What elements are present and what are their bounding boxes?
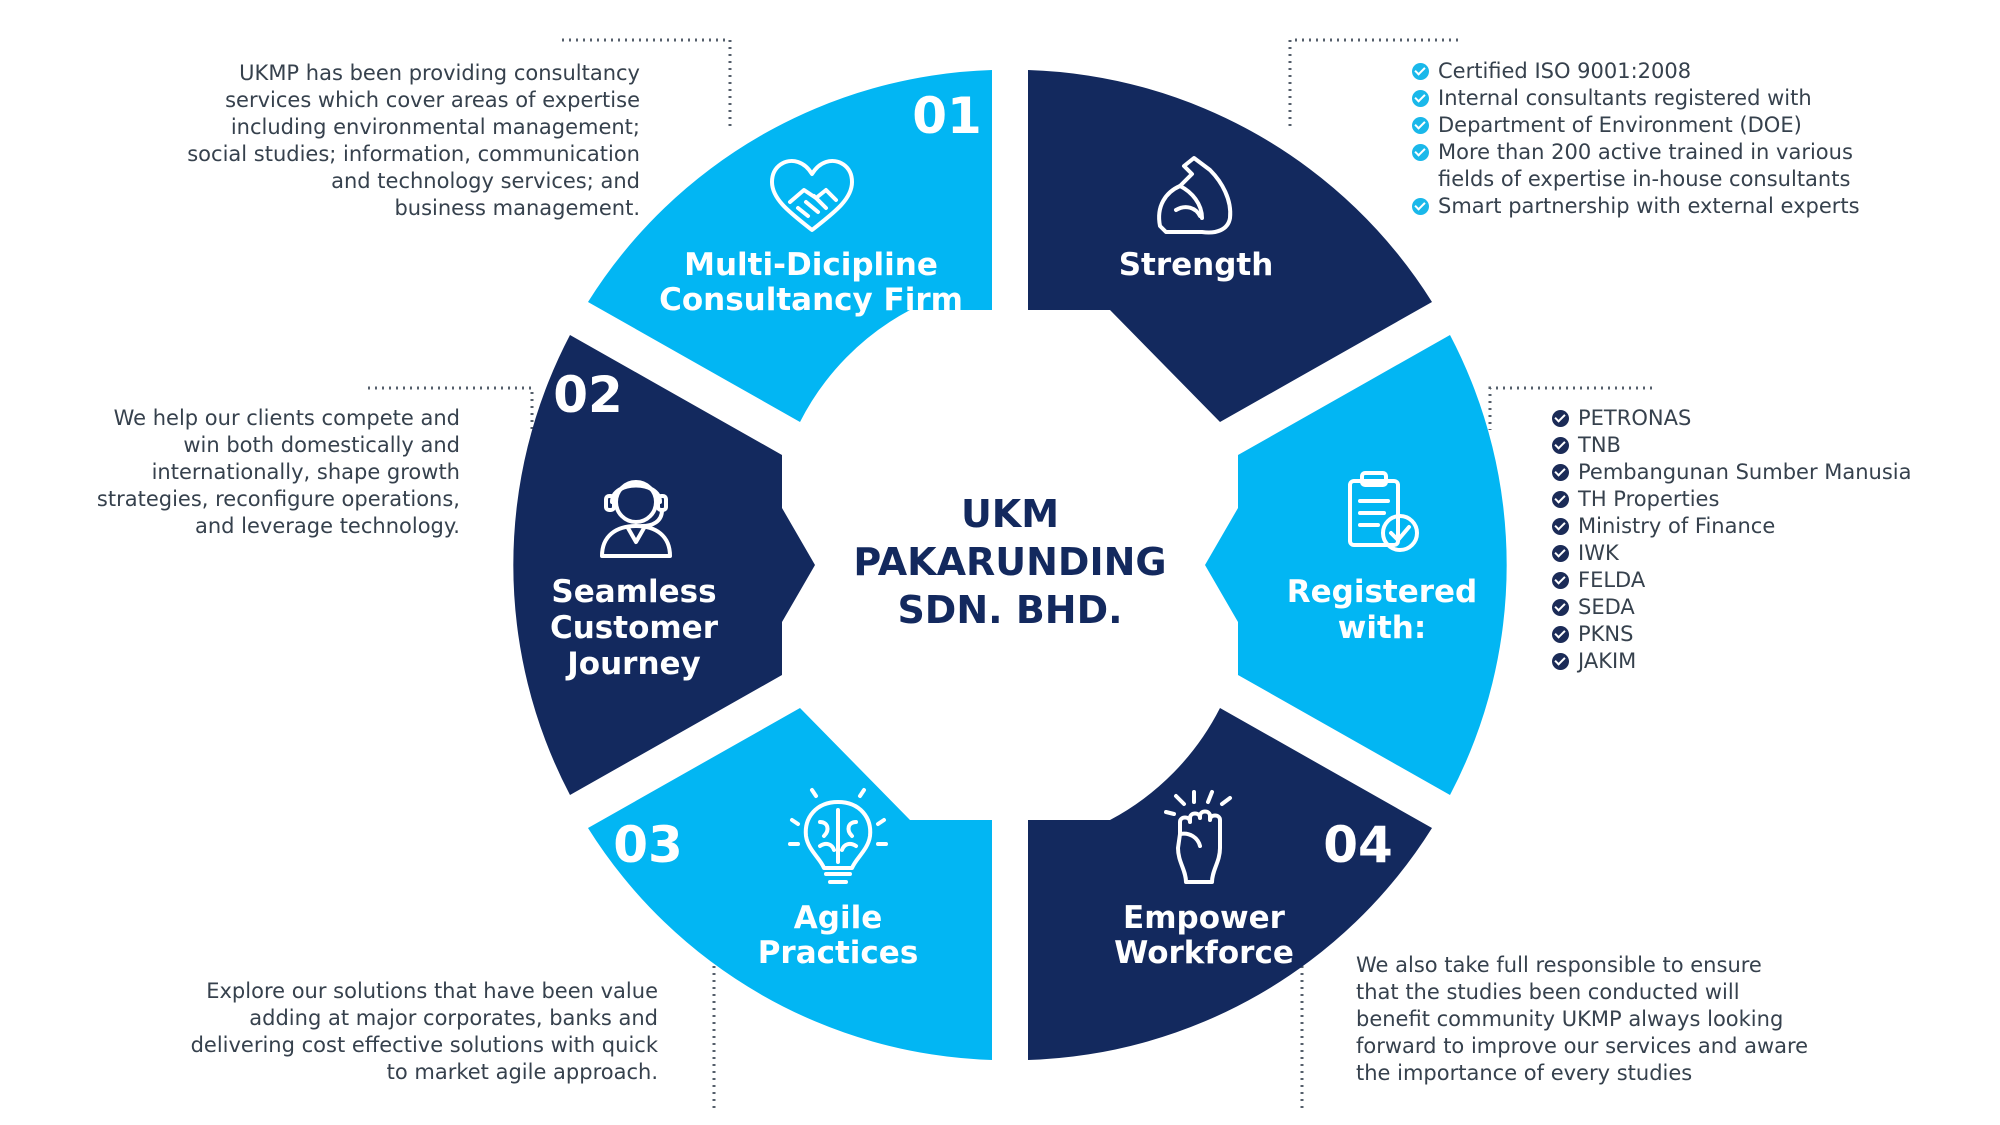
description-multi-discipline: UKMP has been providing consultancy serv… (187, 61, 640, 220)
list-item: TNB (1552, 432, 1982, 459)
segment-number-01: 01 (912, 87, 982, 145)
check-icon (1412, 63, 1429, 80)
check-icon (1552, 653, 1569, 670)
check-icon (1412, 117, 1429, 134)
segment-number-03: 03 (613, 816, 683, 874)
check-icon (1552, 626, 1569, 643)
check-icon (1412, 198, 1429, 215)
segment-seamless (513, 335, 815, 795)
center-title-line2: PAKARUNDING (853, 540, 1166, 584)
list-item: PKNS (1552, 621, 1982, 648)
segment-title-agile-line2: Practices (758, 935, 919, 971)
check-icon (1412, 90, 1429, 107)
description-empower-workforce: We also take full responsible to ensure … (1356, 953, 1809, 1085)
list-item: Pembangunan Sumber Manusia (1552, 459, 1982, 486)
segment-agile (588, 708, 992, 1060)
check-icon (1552, 464, 1569, 481)
list-item: Internal consultants registered with (1412, 85, 1982, 112)
list-item: SEDA (1552, 594, 1982, 621)
segment-title-seamless-line3: Journey (565, 646, 701, 682)
segment-title-strength: Strength (1119, 247, 1274, 283)
list-item: IWK (1552, 540, 1982, 567)
leader-strength (1288, 38, 1458, 130)
segment-title-multi-line2: Consultancy Firm (659, 282, 963, 318)
description-agile-practices: Explore our solutions that have been val… (190, 979, 658, 1084)
check-icon (1552, 599, 1569, 616)
center-title-line3: SDN. BHD. (897, 588, 1122, 632)
segment-title-empower-line2: Workforce (1114, 935, 1294, 971)
segment-title-agile-line1: Agile (794, 900, 882, 936)
center-title-line1: UKM (961, 492, 1059, 536)
segment-title-registered-line1: Registered (1287, 574, 1478, 610)
check-icon (1552, 572, 1569, 589)
list-item: fields of expertise in-house consultants (1438, 167, 1851, 191)
list-item: Department of Environment (DOE) (1412, 112, 1982, 139)
list-item: Certified ISO 9001:2008 (1412, 58, 1982, 85)
leader-multi (562, 38, 732, 130)
segment-multi-discipline (588, 70, 992, 422)
check-icon (1552, 518, 1569, 535)
segment-number-02: 02 (553, 366, 623, 424)
segment-registered (1205, 335, 1507, 795)
list-item: More than 200 active trained in various (1412, 139, 1982, 166)
check-icon (1412, 144, 1429, 161)
segment-title-seamless-line2: Customer (550, 610, 719, 646)
check-icon (1552, 491, 1569, 508)
segment-title-seamless-line1: Seamless (551, 574, 716, 610)
description-seamless-journey: We help our clients compete and win both… (96, 406, 460, 538)
handshake-heart-icon (770, 159, 854, 232)
check-icon (1552, 410, 1569, 427)
list-item: TH Properties (1552, 486, 1982, 513)
check-icon (1552, 545, 1569, 562)
segment-empower (1028, 708, 1432, 1060)
list-item: FELDA (1552, 567, 1982, 594)
brain-lightbulb-icon (788, 788, 888, 884)
segment-title-empower-line1: Empower (1123, 900, 1286, 936)
registered-checklist: PETRONAS TNB Pembangunan Sumber Manusia … (1552, 405, 1982, 675)
segment-title-multi-line1: Multi-Dicipline (684, 247, 938, 283)
segment-strength (1028, 70, 1432, 422)
list-item: PETRONAS (1552, 405, 1982, 432)
check-icon (1552, 437, 1569, 454)
headset-agent-icon (600, 480, 672, 558)
raised-fist-icon (1164, 790, 1232, 884)
segment-number-04: 04 (1323, 816, 1393, 874)
list-item: Ministry of Finance (1552, 513, 1982, 540)
list-item: JAKIM (1552, 648, 1982, 675)
clipboard-check-icon (1348, 471, 1419, 552)
segment-title-registered-line2: with: (1338, 610, 1427, 646)
list-item: Smart partnership with external experts (1412, 193, 1982, 220)
strength-checklist: Certified ISO 9001:2008 Internal consult… (1412, 58, 1982, 220)
leader-registered (1488, 386, 1652, 430)
flexed-arm-icon (1157, 156, 1233, 235)
